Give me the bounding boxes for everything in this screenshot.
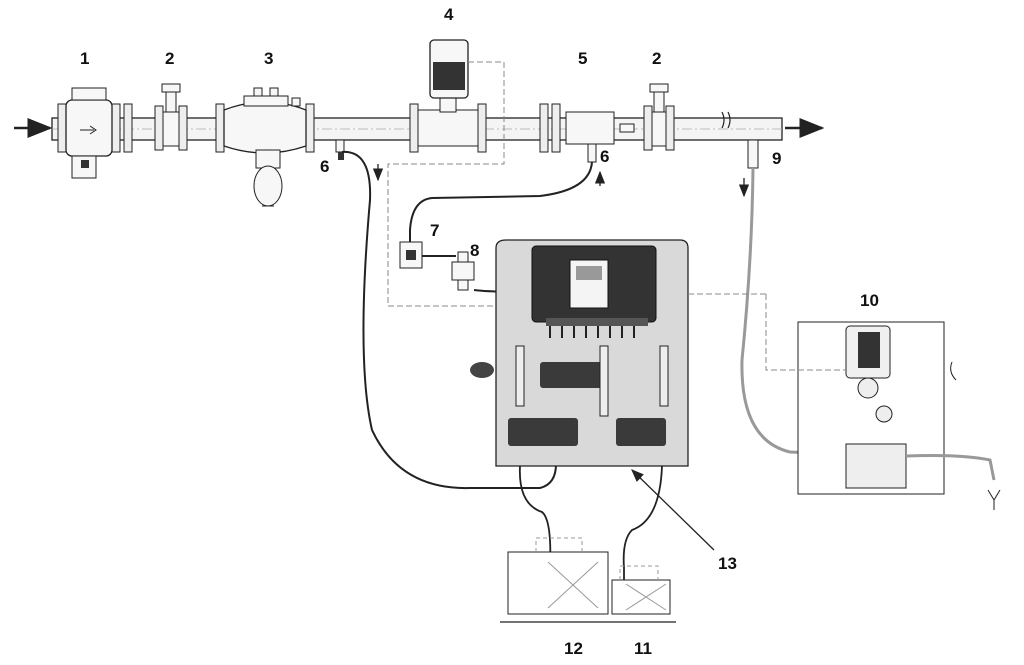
sampling-line-9 (738, 139, 841, 456)
flow-meter (387, 39, 516, 307)
inlet-valve (57, 87, 133, 179)
label-10: 10 (860, 291, 879, 310)
shutoff-valve-left (154, 83, 188, 151)
tank-11 (611, 565, 671, 615)
label-5: 5 (578, 49, 588, 68)
sampling-point-right (409, 161, 606, 244)
label-2b: 2 (652, 49, 662, 68)
injection-section (539, 103, 635, 163)
measuring-panel (688, 293, 1001, 510)
label-9: 9 (772, 149, 782, 168)
label-4: 4 (444, 5, 454, 24)
label-11: 11 (634, 639, 652, 658)
label-3: 3 (264, 49, 274, 68)
label-1: 1 (80, 49, 90, 68)
sampling-point-left (335, 139, 557, 490)
label-13: 13 (718, 554, 737, 573)
label-2a: 2 (165, 49, 175, 68)
filter (215, 87, 315, 207)
pointer-13 (631, 469, 715, 551)
suction-line-11 (622, 465, 663, 610)
label-6a: 6 (320, 157, 330, 176)
label-7: 7 (430, 221, 440, 240)
tank-12 (507, 537, 609, 615)
sensor-block (399, 241, 456, 269)
label-12: 12 (564, 639, 583, 658)
dosing-panel (470, 239, 689, 467)
label-6b: 6 (600, 147, 610, 166)
shutoff-valve-right (643, 83, 675, 151)
label-8: 8 (470, 241, 480, 260)
